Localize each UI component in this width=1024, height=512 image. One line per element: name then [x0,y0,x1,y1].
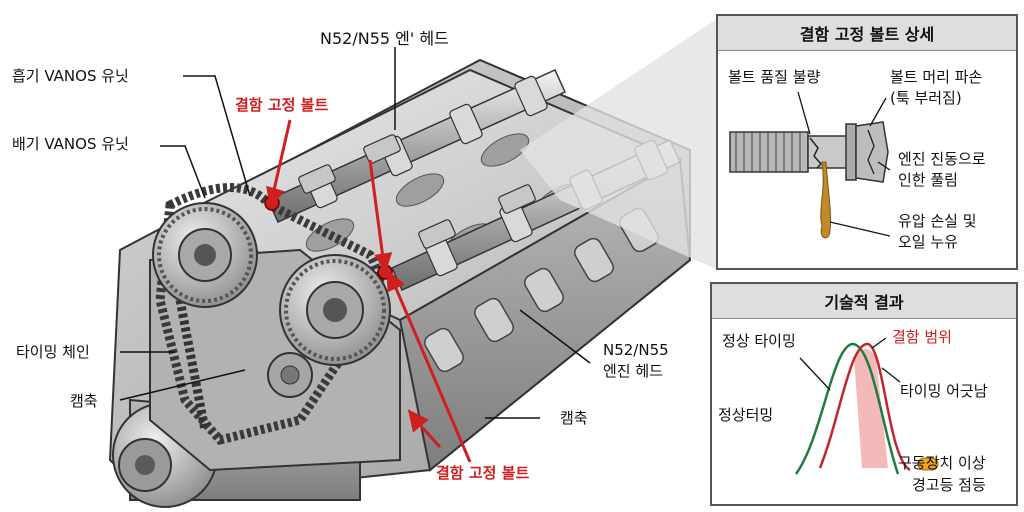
head-right-label-1: N52/N55 [603,341,669,359]
warning-label-1: 구동장치 이상 [898,454,986,472]
detail-panel: 결함 고정 볼트 상세 [716,14,1018,270]
head-top-label: N52/N55 엔' 헤드 [320,29,449,48]
leader-lines [119,47,591,419]
bolt-arrows [266,119,472,463]
bolt-illustration [729,91,891,239]
timing-offset-label: 타이밍 어긋남 [900,382,988,400]
intake-vanos-gear [152,202,258,308]
offset-curve [818,342,911,472]
bolt-label-bottom: 결함 고정 볼트 [436,464,530,482]
warning-lamp [917,457,939,471]
camshaft-left-label: 캠축 [70,392,98,410]
defect-range-label: 결함 범위 [892,328,952,346]
result-panel-title: 기술적 결과 [712,284,1016,319]
callout-connector [520,18,718,270]
head-broken-label-1: 볼트 머리 파손 [890,68,983,86]
normal-curve [794,342,900,475]
normal-timing-2-label: 정상터밍 [718,406,774,424]
head-broken-label-2: (툭 부러짐) [890,89,962,107]
detail-panel-title: 결함 고정 볼트 상세 [718,16,1016,51]
result-panel: 기술적 결과 정상 타이밍 결함 범위 정상터밍 타이밍 어긋남 구동장치 이상… [710,282,1018,506]
intake-vanos-label: 흡기 VANOS 유닛 [12,67,129,85]
bolt-label-top: 결함 고정 볼트 [235,96,329,114]
bearing-caps [298,134,536,249]
normal-timing-label: 정상 타이밍 [722,332,796,350]
head-right-label-2: 엔진 헤드 [603,362,663,380]
defect-range-area [854,349,888,468]
camshaft-right-label: 캠축 [560,409,588,427]
oil-label-2: 오일 누유 [898,233,958,251]
vibration-label-2: 인한 풀림 [898,171,958,189]
exhaust-vanos-label: 배기 VANOS 유닛 [12,135,129,153]
vibration-label-1: 엔진 진동으로 [898,150,986,168]
oil-label-1: 유압 손실 및 [898,212,977,230]
timing-chain-label: 타이밍 체인 [16,343,90,361]
bolt-quality-label: 볼트 품질 불량 [728,68,821,86]
warning-label-2: 경고등 점등 [912,476,986,494]
exhaust-vanos-gear [279,254,391,366]
timing-curves [794,337,939,475]
